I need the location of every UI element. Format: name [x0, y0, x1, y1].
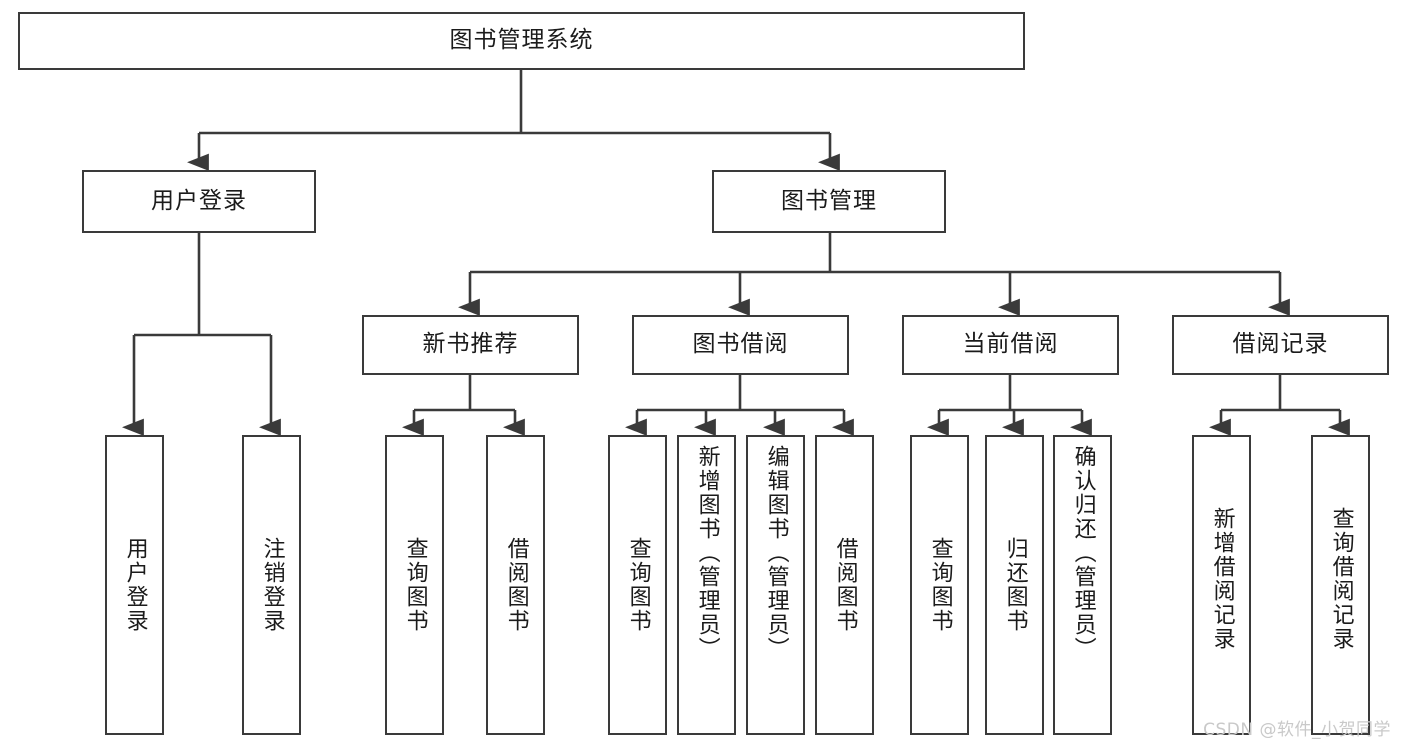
- node-leaf-cur-return-book-label: 归还图书: [1002, 537, 1028, 633]
- node-borrow-record-label: 借阅记录: [1232, 331, 1329, 358]
- node-user-login-label: 用户登录: [151, 187, 247, 214]
- node-leaf-user-login-label: 用户登录: [122, 537, 148, 633]
- node-book-borrow-label: 图书借阅: [692, 331, 789, 358]
- node-new-book-rec[interactable]: 新书推荐: [362, 315, 579, 375]
- node-root[interactable]: 图书管理系统: [18, 12, 1025, 70]
- node-leaf-user-logout[interactable]: 注销登录: [242, 435, 301, 735]
- node-leaf-borrow-query-book[interactable]: 查询图书: [608, 435, 667, 735]
- node-current-borrow-label: 当前借阅: [962, 331, 1059, 358]
- node-leaf-rec-query-book-label: 查询图书: [402, 537, 428, 633]
- node-borrow-record[interactable]: 借阅记录: [1172, 315, 1389, 375]
- node-leaf-user-logout-label: 注销登录: [259, 537, 285, 633]
- node-leaf-cur-query-book[interactable]: 查询图书: [910, 435, 969, 735]
- node-book-borrow[interactable]: 图书借阅: [632, 315, 849, 375]
- node-leaf-borrow-add-book-label: 新增图书（管理员）: [694, 445, 720, 661]
- node-leaf-borrow-borrow-book[interactable]: 借阅图书: [815, 435, 874, 735]
- node-leaf-borrow-edit-book[interactable]: 编辑图书（管理员）: [746, 435, 805, 735]
- node-leaf-user-login[interactable]: 用户登录: [105, 435, 164, 735]
- node-leaf-borrow-borrow-book-label: 借阅图书: [832, 537, 858, 633]
- node-leaf-borrow-add-book[interactable]: 新增图书（管理员）: [677, 435, 736, 735]
- node-book-manage[interactable]: 图书管理: [712, 170, 946, 233]
- watermark: CSDN @软件_小贺同学: [1203, 720, 1391, 740]
- node-leaf-cur-confirm-return-label: 确认归还（管理员）: [1070, 445, 1096, 661]
- node-leaf-cur-confirm-return[interactable]: 确认归还（管理员）: [1053, 435, 1112, 735]
- node-new-book-rec-label: 新书推荐: [422, 331, 519, 358]
- node-current-borrow[interactable]: 当前借阅: [902, 315, 1119, 375]
- node-leaf-cur-query-book-label: 查询图书: [927, 537, 953, 633]
- node-leaf-rec-query-record[interactable]: 查询借阅记录: [1311, 435, 1370, 735]
- node-leaf-rec-borrow-book-label: 借阅图书: [503, 537, 529, 633]
- node-leaf-borrow-query-book-label: 查询图书: [625, 537, 651, 633]
- node-leaf-rec-query-book[interactable]: 查询图书: [385, 435, 444, 735]
- node-leaf-cur-return-book[interactable]: 归还图书: [985, 435, 1044, 735]
- node-leaf-rec-add-record-label: 新增借阅记录: [1209, 507, 1235, 651]
- node-leaf-rec-add-record[interactable]: 新增借阅记录: [1192, 435, 1251, 735]
- node-book-manage-label: 图书管理: [781, 187, 877, 214]
- node-user-login[interactable]: 用户登录: [82, 170, 316, 233]
- node-root-label: 图书管理系统: [449, 27, 594, 54]
- node-leaf-rec-query-record-label: 查询借阅记录: [1328, 507, 1354, 651]
- node-leaf-rec-borrow-book[interactable]: 借阅图书: [486, 435, 545, 735]
- node-leaf-borrow-edit-book-label: 编辑图书（管理员）: [763, 445, 789, 661]
